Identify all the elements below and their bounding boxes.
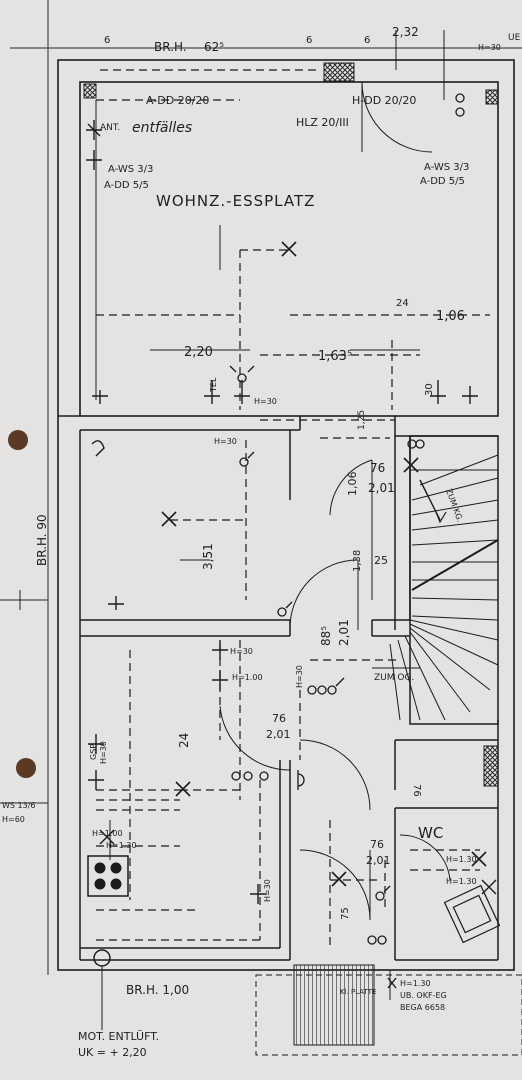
h30-bath: H=30 xyxy=(263,879,272,902)
br-bottom-label: BR.H. 1,00 xyxy=(126,983,189,997)
bega-label: BEGA 6658 xyxy=(400,1003,445,1012)
h100-kitchen: H=1.00 xyxy=(232,673,263,682)
cross-entry xyxy=(331,871,347,887)
corner-pillar-right xyxy=(485,89,499,105)
dim-1-25: 1,25 xyxy=(357,410,367,430)
dim-76c: 76 xyxy=(411,784,422,797)
h30-hall: H=30 xyxy=(214,437,237,446)
aws-left-label: A-WS 3/3 xyxy=(108,164,153,175)
light-outlet-crosses xyxy=(161,241,487,887)
binder-hole-bottom xyxy=(16,758,36,778)
chimney-hatched-right xyxy=(483,745,499,787)
electrical-wiring-dashed xyxy=(96,69,490,950)
dim-1-06: 1,06 xyxy=(436,309,465,324)
outlet-symbols xyxy=(86,120,497,989)
staircase xyxy=(389,454,499,725)
h30-kitchen: H=30 xyxy=(230,647,253,656)
wc-label: WC xyxy=(418,824,443,842)
h100b-label: H=1.00 xyxy=(92,829,123,838)
cross-living xyxy=(281,241,297,257)
door-swings xyxy=(219,81,451,921)
gsp-label: GSP. xyxy=(89,743,98,760)
cross-stair xyxy=(403,457,419,473)
h60-label: H=60 xyxy=(2,815,25,824)
hlz-label: HLZ 20/III xyxy=(296,116,349,129)
add-left-label: A-DD 20/20 xyxy=(146,94,209,107)
aws-right-label: A-WS 3/3 xyxy=(424,162,469,173)
room-label-living: WOHNZ.-ESSPLATZ xyxy=(156,192,315,210)
cross-hall xyxy=(161,511,177,527)
ws-left-label: WS 13/6 xyxy=(2,801,36,810)
ant-label: ANT. xyxy=(100,123,120,133)
dim-1-63: 1,63⁵ xyxy=(318,349,352,364)
tel-label: TEL xyxy=(209,377,218,393)
br-left-label: BR.H. 90 xyxy=(35,514,49,566)
h130a-label: H=1.30 xyxy=(106,841,137,850)
dim-2-01a: 2,01 xyxy=(368,481,395,495)
terrace-outline xyxy=(255,974,522,1056)
uk-label: UK = + 2,20 xyxy=(78,1046,147,1059)
dim-2-01b: 2,01 xyxy=(266,728,291,741)
kl-platte-label: Kl. PLATTE xyxy=(340,988,376,996)
dim-25: 25 xyxy=(374,554,388,567)
dim-2-01-vertical: 2,01 xyxy=(337,619,351,646)
cross-kitchen xyxy=(175,781,191,797)
dim-2-20: 2,20 xyxy=(184,345,213,360)
cross-wc xyxy=(471,851,487,867)
h30-top: H=30 xyxy=(478,43,501,52)
outer-walls xyxy=(57,59,515,971)
gsp-height: H=30 xyxy=(99,741,108,764)
plan-labels: BR.H. 62⁵ 6 6 6 2,32 H=30 UE A-DD 20/20 … xyxy=(2,25,521,1059)
interior-walls xyxy=(79,416,499,961)
chimney-hatched-top xyxy=(323,62,355,82)
h130d-label: H=1.30 xyxy=(400,979,431,988)
dim-1-06-vertical: 1,06 xyxy=(346,472,359,497)
add55-left-label: A-DD 5/5 xyxy=(104,180,149,191)
zum-og-label: ZUM OG. xyxy=(374,673,414,683)
h130c-label: H=1.30 xyxy=(446,877,477,886)
h30-living: H=30 xyxy=(254,397,277,406)
mot-entlueft-label: MOT. ENTLÜFT. xyxy=(78,1030,159,1043)
ub-okf-label: UB. OKF-EG xyxy=(400,991,447,1000)
dim-24a: 24 xyxy=(396,298,409,309)
dim-76d: 76 xyxy=(370,838,384,851)
dim-75: 75 xyxy=(340,907,351,920)
corner-pillar-left xyxy=(83,83,97,99)
wc-fixture xyxy=(443,884,501,944)
br-top-label: BR.H. xyxy=(154,40,187,54)
h130b-label: H=1.30 xyxy=(446,855,477,864)
dim-76b: 76 xyxy=(272,712,286,725)
add-right-label: H-DD 20/20 xyxy=(352,94,416,107)
dim-1-38: 1,38 xyxy=(352,550,363,572)
add55-right-label: A-DD 5/5 xyxy=(420,176,465,187)
binder-hole-top xyxy=(8,430,28,450)
dim-2-01c: 2,01 xyxy=(366,854,391,867)
dim-3-51: 3,51 xyxy=(201,543,215,570)
kitchen-cooktop xyxy=(87,855,129,897)
br-top-value: 62⁵ xyxy=(204,40,224,54)
leader-lines xyxy=(19,30,445,1030)
h30-stair: H=30 xyxy=(295,665,304,688)
dim-24b: 24 xyxy=(177,733,191,748)
dim-2-32: 2,32 xyxy=(392,25,419,39)
dim-88-5: 88⁵ xyxy=(319,626,333,646)
switch-symbols xyxy=(229,93,465,945)
margin-guidelines xyxy=(0,0,522,975)
dim-76a: 76 xyxy=(370,461,385,475)
dim-6a: 6 xyxy=(104,35,110,46)
ue-label: UE xyxy=(508,33,521,43)
dim-6c: 6 xyxy=(364,35,370,46)
entry-steps xyxy=(293,964,375,1046)
dim-6b: 6 xyxy=(306,35,312,46)
entfaellt-label: entfälles xyxy=(132,120,192,136)
dim-30: 30 xyxy=(424,383,435,396)
